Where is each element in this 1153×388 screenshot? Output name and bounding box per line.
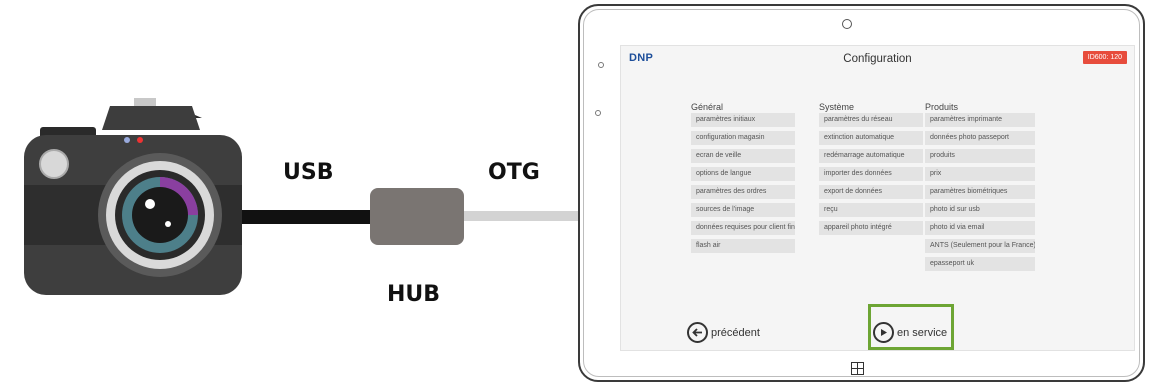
side-sensor-icon	[598, 62, 604, 68]
menu-button[interactable]: produits	[925, 149, 1035, 163]
menu-button[interactable]: appareil photo intégré	[819, 221, 923, 235]
service-button[interactable]: en service	[873, 322, 947, 343]
menu-button[interactable]: paramètres biométriques	[925, 185, 1035, 199]
menu-button[interactable]: données photo passeport	[925, 131, 1035, 145]
service-button-label: en service	[897, 326, 948, 339]
column-title: Général	[691, 102, 724, 112]
play-icon	[873, 322, 894, 343]
tablet-screen: DNP Configuration ID600: 120 Général par…	[620, 45, 1135, 351]
tablet-bezel	[583, 9, 1140, 377]
column-general: Général paramètres initiaux configuratio…	[691, 102, 795, 257]
arrow-left-icon	[687, 322, 708, 343]
menu-button[interactable]: ecran de veille	[691, 149, 795, 163]
menu-button[interactable]: extinction automatique	[819, 131, 923, 145]
column-title: Produits	[925, 102, 959, 112]
service-highlight	[868, 304, 954, 350]
windows-home-icon[interactable]	[851, 362, 864, 375]
menu-button[interactable]: sources de l'image	[691, 203, 795, 217]
otg-label: OTG	[488, 160, 540, 185]
menu-button[interactable]: flash air	[691, 239, 795, 253]
tablet-device: DNP Configuration ID600: 120 Général par…	[578, 4, 1145, 382]
menu-button[interactable]: options de langue	[691, 167, 795, 181]
menu-button[interactable]: paramètres imprimante	[925, 113, 1035, 127]
hub-device	[370, 188, 464, 245]
menu-button[interactable]: epasseport uk	[925, 257, 1035, 271]
column-produits: Produits paramètres imprimante données p…	[925, 102, 1035, 275]
camera-icon	[24, 98, 242, 295]
usb-label: USB	[283, 160, 334, 185]
otg-cable	[462, 211, 588, 221]
menu-button[interactable]: importer des données	[819, 167, 923, 181]
hub-label: HUB	[387, 282, 441, 307]
menu-button[interactable]: export de données	[819, 185, 923, 199]
menu-button[interactable]: paramètres des ordres	[691, 185, 795, 199]
column-systeme: Système paramètres du réseau extinction …	[819, 102, 923, 239]
front-camera-icon	[842, 19, 852, 29]
back-button[interactable]: précédent	[687, 322, 760, 343]
device-badge: ID600: 120	[1082, 51, 1127, 64]
menu-button[interactable]: paramètres initiaux	[691, 113, 795, 127]
side-sensor-icon	[595, 110, 601, 116]
menu-button[interactable]: photo id via email	[925, 221, 1035, 235]
menu-button[interactable]: ANTS (Seulement pour la France)	[925, 239, 1035, 253]
menu-button[interactable]: redémarrage automatique	[819, 149, 923, 163]
menu-button[interactable]: reçu	[819, 203, 923, 217]
back-button-label: précédent	[711, 326, 760, 339]
page-title: Configuration	[843, 53, 912, 65]
menu-button[interactable]: paramètres du réseau	[819, 113, 923, 127]
connection-diagram	[24, 98, 588, 295]
dnp-logo: DNP	[629, 52, 654, 64]
column-title: Système	[819, 102, 855, 112]
menu-button[interactable]: données requises pour client final	[691, 221, 795, 235]
usb-cable	[236, 210, 372, 224]
menu-button[interactable]: photo id sur usb	[925, 203, 1035, 217]
menu-button[interactable]: prix	[925, 167, 1035, 181]
menu-button[interactable]: configuration magasin	[691, 131, 795, 145]
